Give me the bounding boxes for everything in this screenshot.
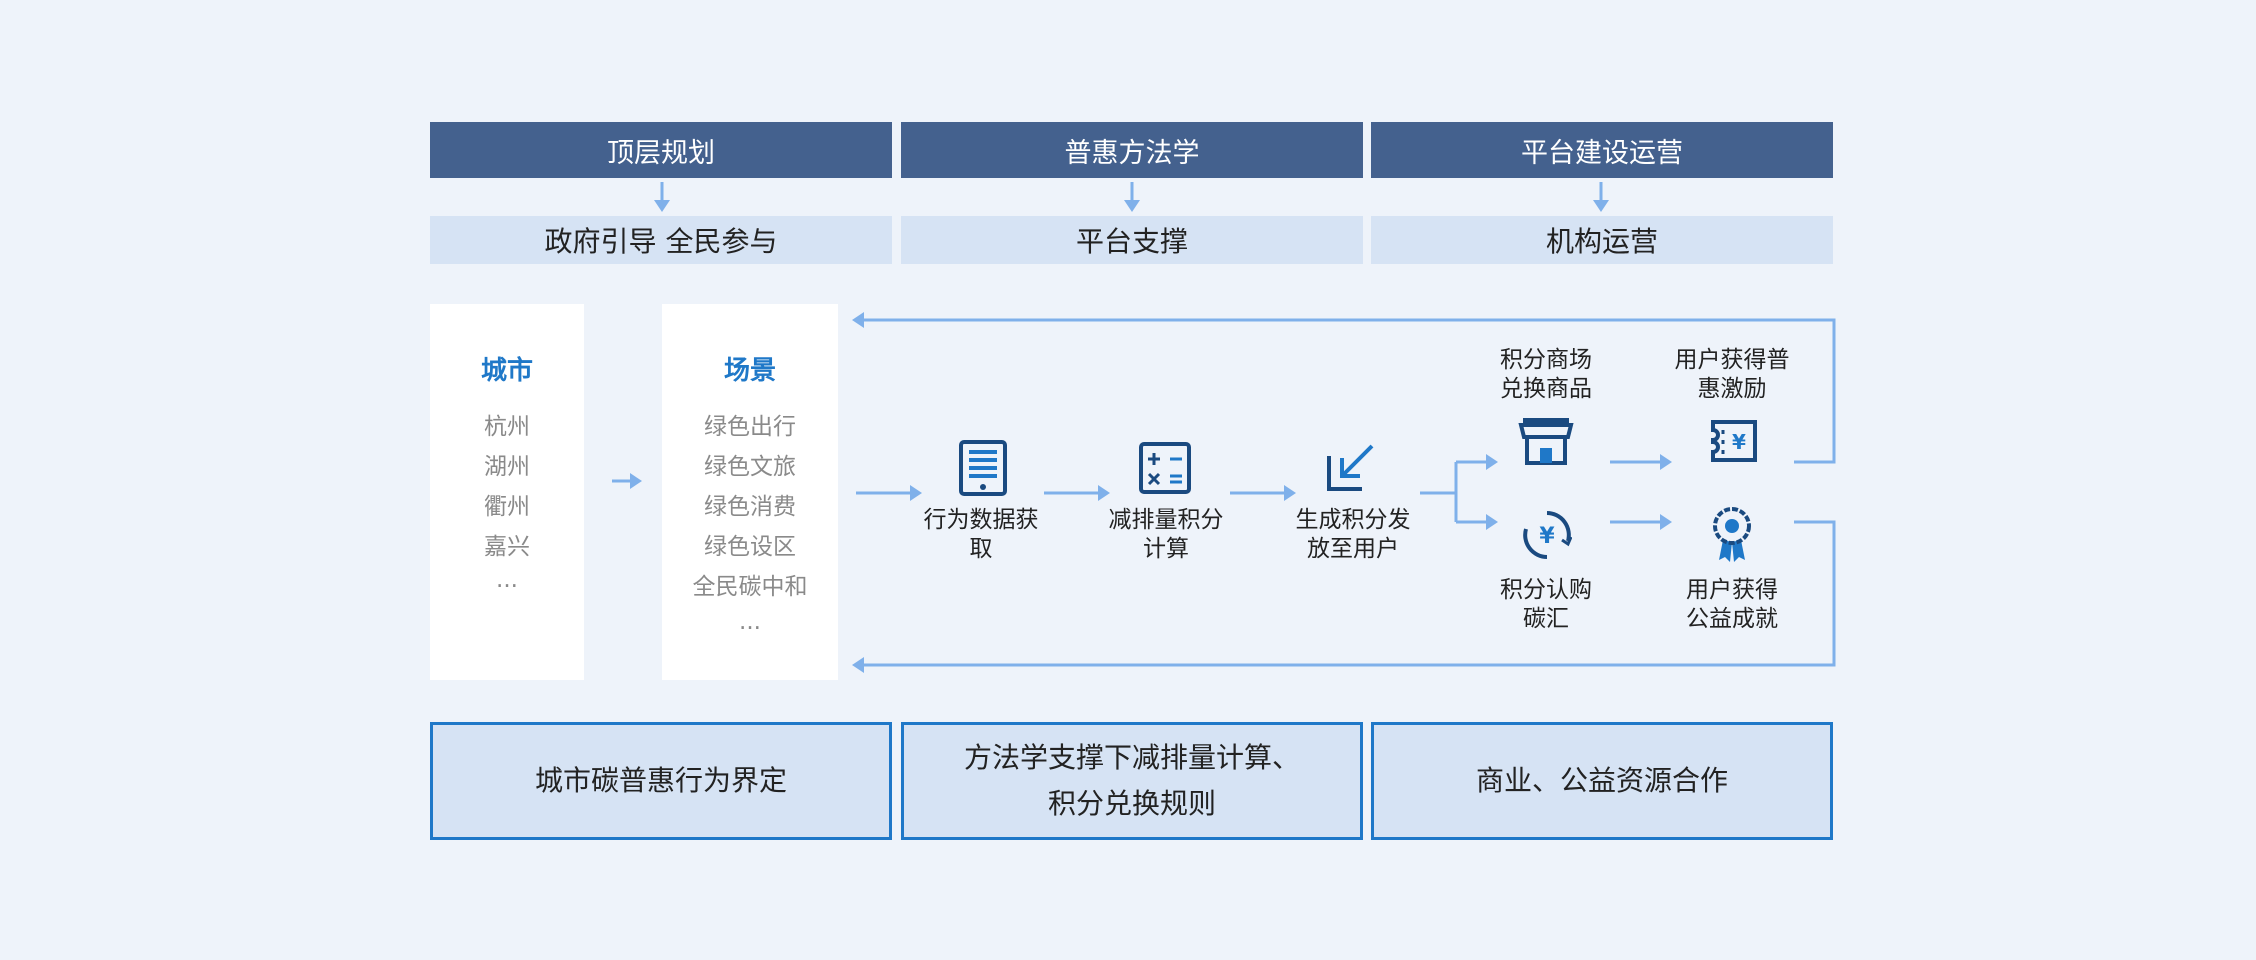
sub-institution-ops: 机构运营 xyxy=(1371,216,1833,264)
step-mall-label: 积分商场兑换商品 xyxy=(1500,347,1592,402)
sub-platform-support: 平台支撑 xyxy=(901,216,1363,264)
city-card: 城市 杭州 湖州 衢州 嘉兴 ... xyxy=(430,304,584,680)
step-calc-label: 减排量积分计算 xyxy=(1108,507,1224,562)
svg-text:¥: ¥ xyxy=(1732,430,1746,454)
header-top-planning: 顶层规划 xyxy=(430,122,892,178)
city-item: 嘉兴 xyxy=(484,534,530,560)
import-arrow-icon xyxy=(1327,444,1374,491)
svg-text:¥: ¥ xyxy=(1539,524,1555,549)
calculator-icon xyxy=(1139,442,1191,494)
scene-item: 全民碳中和 xyxy=(692,574,808,600)
sub-government-guide: 政府引导 全民参与 xyxy=(430,216,892,264)
step-purchase-label: 积分认购碳汇 xyxy=(1500,577,1592,632)
coupon-icon: ¥ xyxy=(1711,420,1757,462)
scene-item: 绿色出行 xyxy=(704,414,796,440)
city-item: 衢州 xyxy=(484,494,530,520)
yuan-cycle-icon: ¥ xyxy=(1523,511,1572,559)
store-icon xyxy=(1518,418,1574,465)
step-reward-label: 用户获得普惠激励 xyxy=(1674,347,1790,402)
step-achievement-label: 用户获得公益成就 xyxy=(1686,577,1778,632)
city-item: 湖州 xyxy=(484,454,530,480)
scene-card-title: 场景 xyxy=(723,356,776,386)
down-arrows xyxy=(660,182,1603,202)
city-card-title: 城市 xyxy=(480,356,533,386)
scene-item: 绿色文旅 xyxy=(704,454,796,480)
header-methodology: 普惠方法学 xyxy=(901,122,1363,178)
step-issue-label: 生成积分发放至用户 xyxy=(1295,507,1411,562)
bottom-box-method-rules: 方法学支撑下减排量计算、积分兑换规则 xyxy=(901,722,1363,840)
scene-card: 场景 绿色出行 绿色文旅 绿色消费 绿色设区 全民碳中和 ... xyxy=(662,304,838,680)
city-item: 杭州 xyxy=(484,414,530,440)
step-data-collect-label: 行为数据获取 xyxy=(923,507,1039,562)
badge-icon xyxy=(1713,507,1751,562)
tablet-icon xyxy=(959,440,1007,496)
scene-item: ... xyxy=(739,609,761,635)
scene-item: 绿色消费 xyxy=(704,494,796,520)
header-platform-ops: 平台建设运营 xyxy=(1371,122,1833,178)
bottom-box-resource-cooperation: 商业、公益资源合作 xyxy=(1371,722,1833,840)
bottom-box-city-behavior: 城市碳普惠行为界定 xyxy=(430,722,892,840)
city-item: ... xyxy=(496,567,518,593)
scene-item: 绿色设区 xyxy=(704,534,796,560)
